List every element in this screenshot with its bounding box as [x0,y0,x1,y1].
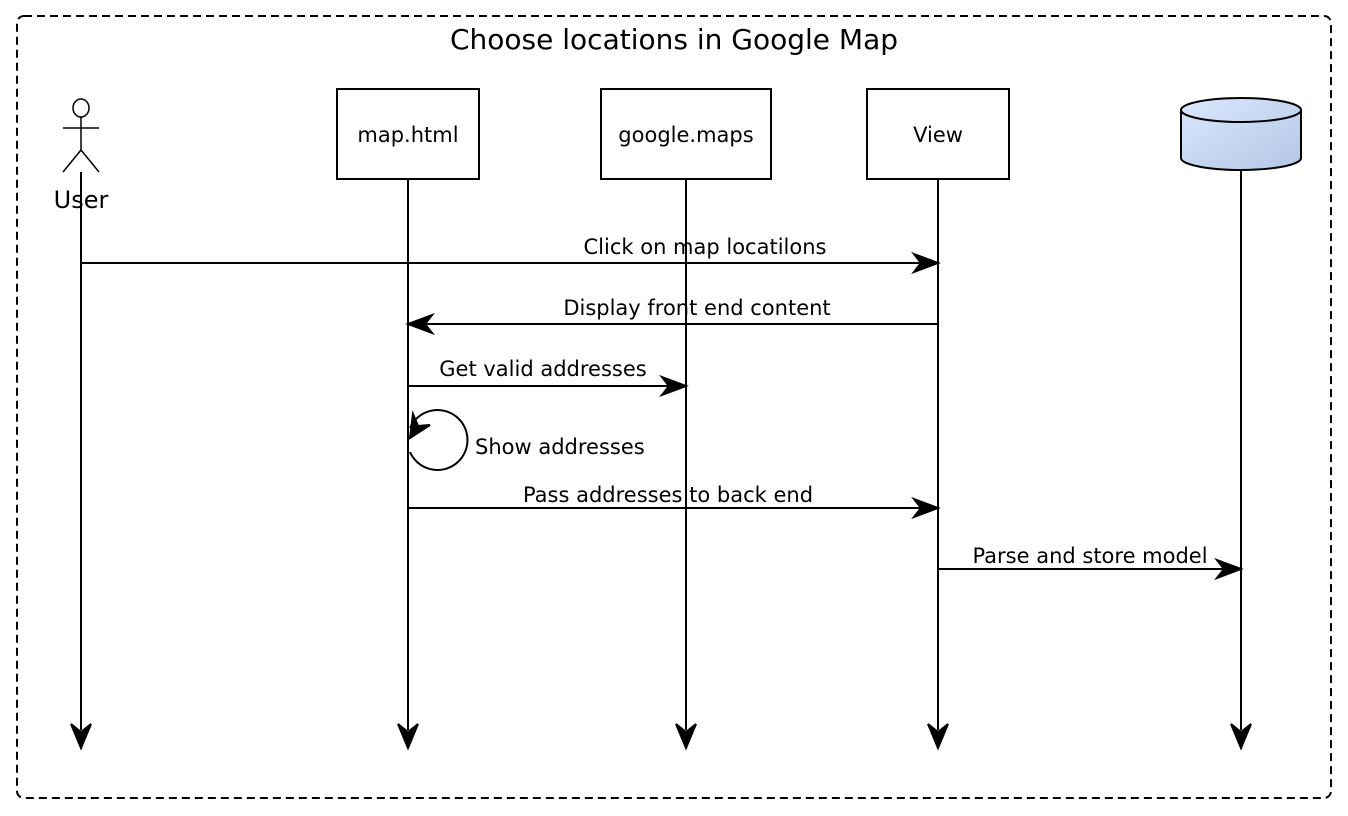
arrowhead [659,374,689,398]
arrowhead [911,496,941,520]
message-label: Display front end content [563,296,830,320]
lifeline-end-arrow [70,723,92,751]
message-label: Get valid addresses [439,357,646,381]
message-get-addresses [408,374,689,398]
participant-box-gmaps [600,88,772,180]
message-display-content [405,312,938,336]
lifeline-end-arrow [1230,723,1252,751]
participant-gmaps: google.maps [600,88,772,180]
participant-label-gmaps: google.maps [618,123,753,147]
participant-label-map: map.html [357,123,458,147]
participant-db [1180,97,1302,171]
messages [81,251,1244,581]
diagram-frame [16,15,1332,799]
message-parse-store [938,557,1244,581]
participant-map: map.html [336,88,480,180]
message-label: Pass addresses to back end [523,483,813,507]
participant-box-map [336,88,480,180]
lifeline-end-arrow [675,723,697,751]
participant-box-view [866,88,1010,180]
participant-view: View [866,88,1010,180]
participant-label-view: View [913,123,963,147]
message-click-on-map [81,251,941,275]
arrowhead [405,312,435,336]
message-pass-addresses [408,496,941,520]
database-icon [1180,97,1302,171]
arrowhead [1214,557,1244,581]
diagram-title: Choose locations in Google Map [450,23,898,56]
arrowhead [911,251,941,275]
lifelines [70,170,1252,751]
lifeline-end-arrow [927,723,949,751]
message-label: Click on map locatilons [584,235,827,259]
lifeline-end-arrow [397,723,419,751]
arrowhead [408,410,431,441]
message-label: Parse and store model [972,544,1207,568]
message-self-call [408,409,469,471]
stick-figure-icon [62,98,100,173]
message-label: Show addresses [475,435,645,459]
